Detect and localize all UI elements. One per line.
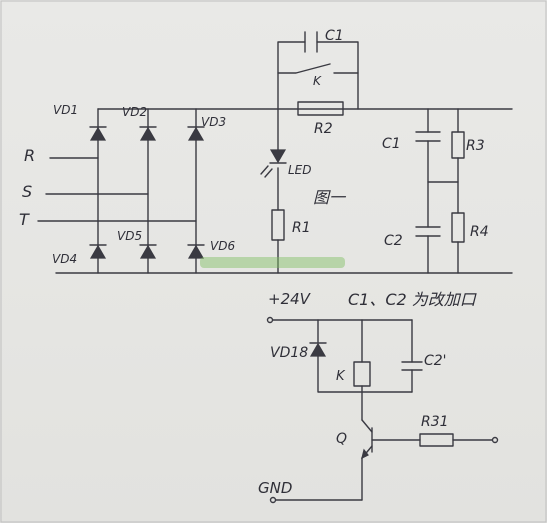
diode-vd2-label: VD2 <box>122 105 147 119</box>
diode-vd3-symbol <box>187 126 205 141</box>
note-label: C1、C2 为改加口 <box>348 290 477 309</box>
diode-vd3-label: VD3 <box>201 115 226 129</box>
diode-vd6-label: VD6 <box>210 239 235 253</box>
transistor-q-label: Q <box>336 431 347 447</box>
capacitor-c1-label: C1 <box>325 28 344 44</box>
capacitor-c1-symbol <box>304 31 318 53</box>
resistor-r1-label: R1 <box>292 220 311 236</box>
diode-vd4-label: VD4 <box>52 252 77 266</box>
supply-label: +24V <box>268 290 312 308</box>
supply-terminal <box>266 316 274 324</box>
c1-branch-wire <box>277 41 359 110</box>
capacitor-c2-symbol <box>415 226 441 237</box>
diode-vd4-symbol <box>89 244 107 259</box>
resistor-r31-symbol <box>419 433 454 447</box>
phase-r-label: R <box>24 146 35 165</box>
resistor-r4-label: R4 <box>470 224 489 240</box>
resistor-r31-label: R31 <box>421 414 449 430</box>
resistor-r3-label: R3 <box>466 138 485 154</box>
diode-vd5-label: VD5 <box>117 229 142 243</box>
input-terminal <box>491 436 499 444</box>
led-label: LED <box>288 163 312 177</box>
diode-vd1-symbol <box>89 126 107 141</box>
phase-s-label: S <box>22 182 32 201</box>
diode-vd5-symbol <box>139 244 157 259</box>
resistor-r4-symbol <box>451 212 465 243</box>
capacitor-c2-prime-symbol <box>401 361 423 371</box>
ground-terminal <box>269 496 277 504</box>
relay-contact-k-symbol <box>277 63 359 74</box>
capacitor-c1-right-symbol <box>415 131 441 142</box>
resistor-r2-symbol <box>297 101 344 116</box>
relay-coil-k-label: K <box>336 369 346 384</box>
diode-vd18-label: VD18 <box>270 345 308 361</box>
resistor-r2-label: R2 <box>314 121 333 137</box>
resistor-r1-symbol <box>271 209 285 241</box>
led-symbol <box>260 149 287 178</box>
capacitor-c2-prime-label: C2' <box>424 353 447 369</box>
vd18-branch-wire <box>317 319 413 393</box>
transistor-q-symbol <box>361 419 373 460</box>
diode-vd6-symbol <box>187 244 205 259</box>
watermark-bar <box>200 257 345 268</box>
diode-vd18-symbol <box>309 342 327 357</box>
relay-coil-k-symbol <box>353 361 371 387</box>
diode-vd2-symbol <box>139 126 157 141</box>
ground-label: GND <box>258 479 292 497</box>
relay-contact-k-label: K <box>313 74 322 88</box>
capacitor-c1-right-label: C1 <box>382 136 401 152</box>
diode-vd1-label: VD1 <box>53 103 78 117</box>
resistor-r3-symbol <box>451 131 465 159</box>
capacitor-c2-label: C2 <box>384 233 403 249</box>
figure-one-label: 图一 <box>313 188 347 207</box>
phase-t-label: T <box>19 210 30 229</box>
